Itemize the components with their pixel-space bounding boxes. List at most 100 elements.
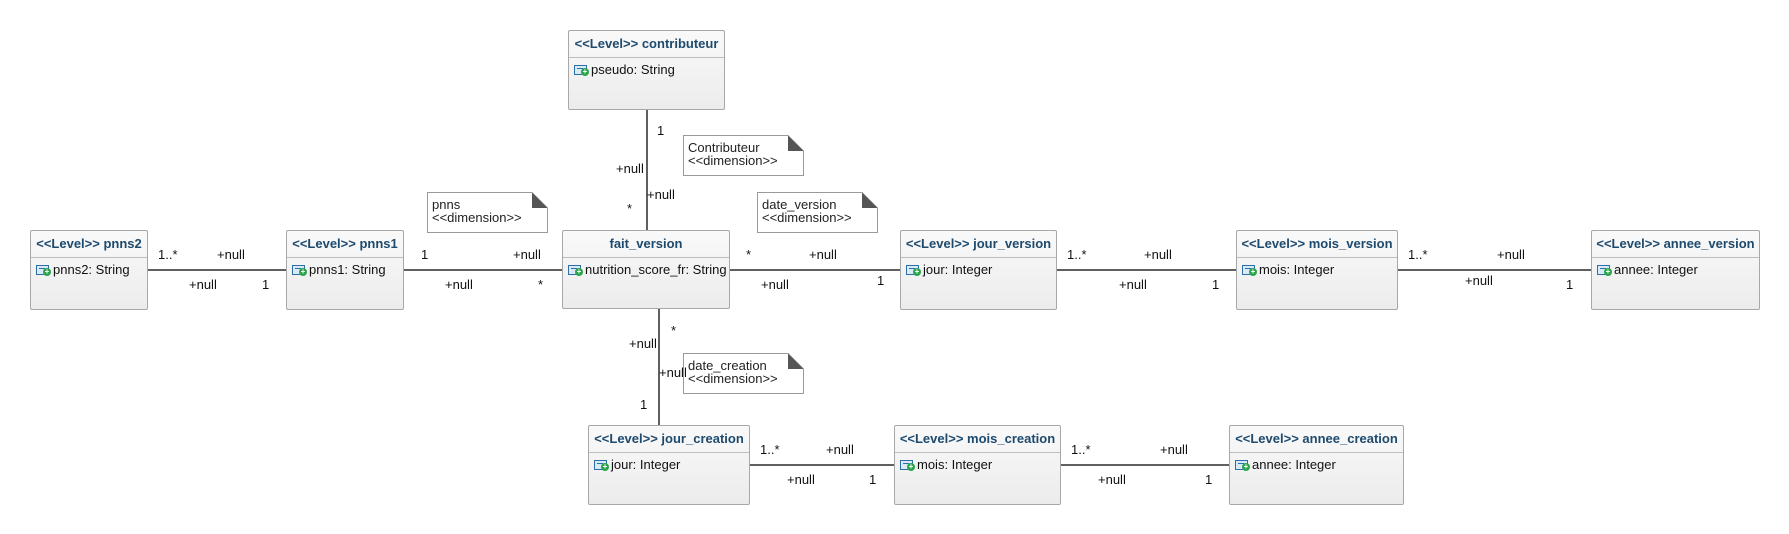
attribute-text: pseudo: String xyxy=(591,62,675,77)
attribute-icon: + xyxy=(292,264,307,276)
role-label: +null xyxy=(787,472,815,487)
multiplicity-label: * xyxy=(671,323,677,338)
multiplicity-label: 1 xyxy=(421,247,429,262)
multiplicity-label: 1 xyxy=(262,277,270,292)
attribute-icon: + xyxy=(594,459,609,471)
attribute-text: pnns2: String xyxy=(53,262,130,277)
multiplicity-label: 1..* xyxy=(1071,442,1091,457)
note-contributeur[interactable]: Contributeur <<dimension>> xyxy=(683,135,804,176)
attribute-icon: + xyxy=(568,264,583,276)
attribute-icon: + xyxy=(1235,459,1250,471)
multiplicity-label: 1 xyxy=(877,273,885,288)
class-title: <<Level>> pnns2 xyxy=(31,231,147,258)
role-label: +null xyxy=(1465,273,1493,288)
attribute-text: annee: Integer xyxy=(1614,262,1698,277)
role-label: +null xyxy=(1160,442,1188,457)
note-shape xyxy=(683,353,804,394)
multiplicity-label: 1..* xyxy=(1408,247,1428,262)
role-label: +null xyxy=(826,442,854,457)
role-label: +null xyxy=(1119,277,1147,292)
role-label: +null xyxy=(761,277,789,292)
role-label: +null xyxy=(647,187,675,202)
class-title: <<Level>> jour_version xyxy=(901,231,1056,258)
class-attribute: + annee: Integer xyxy=(1230,457,1403,472)
attribute-text: mois: Integer xyxy=(1259,262,1335,277)
class-mois-creation[interactable]: <<Level>> mois_creation + mois: Integer xyxy=(894,425,1061,505)
class-title: <<Level>> annee_version xyxy=(1592,231,1759,258)
role-label: +null xyxy=(659,365,687,380)
multiplicity-label: 1..* xyxy=(760,442,780,457)
role-label: +null xyxy=(629,336,657,351)
multiplicity-label: * xyxy=(538,277,544,292)
note-shape xyxy=(683,135,804,176)
note-name: Contributeur xyxy=(688,140,760,155)
note-stereotype: <<dimension>> xyxy=(688,371,778,386)
class-title: <<Level>> mois_version xyxy=(1237,231,1397,258)
attribute-text: pnns1: String xyxy=(309,262,386,277)
class-fait-version[interactable]: fait_version + nutrition_score_fr: Strin… xyxy=(562,230,730,309)
multiplicity-label: 1..* xyxy=(158,247,178,262)
class-attribute: + pnns2: String xyxy=(31,262,147,277)
multiplicity-label: 1 xyxy=(1212,277,1220,292)
role-label: +null xyxy=(189,277,217,292)
class-mois-version[interactable]: <<Level>> mois_version + mois: Integer xyxy=(1236,230,1398,310)
note-pnns[interactable]: pnns <<dimension>> xyxy=(427,192,548,233)
note-shape xyxy=(757,192,878,233)
class-title: <<Level>> annee_creation xyxy=(1230,426,1403,453)
note-date-version[interactable]: date_version <<dimension>> xyxy=(757,192,878,233)
attribute-icon: + xyxy=(900,459,915,471)
class-title: fait_version xyxy=(563,231,729,258)
attribute-icon: + xyxy=(906,264,921,276)
attribute-text: annee: Integer xyxy=(1252,457,1336,472)
class-pnns2[interactable]: <<Level>> pnns2 + pnns2: String xyxy=(30,230,148,310)
class-pnns1[interactable]: <<Level>> pnns1 + pnns1: String xyxy=(286,230,404,310)
class-attribute: + pnns1: String xyxy=(287,262,403,277)
multiplicity-label: 1 xyxy=(1566,277,1574,292)
class-attribute: + jour: Integer xyxy=(901,262,1056,277)
class-attribute: + pseudo: String xyxy=(569,62,724,77)
multiplicity-label: * xyxy=(746,247,752,262)
note-name: date_creation xyxy=(688,358,767,373)
class-attribute: + mois: Integer xyxy=(1237,262,1397,277)
role-label: +null xyxy=(1497,247,1525,262)
attribute-text: jour: Integer xyxy=(923,262,993,277)
class-attribute: + annee: Integer xyxy=(1592,262,1759,277)
note-name: date_version xyxy=(762,197,837,212)
role-label: +null xyxy=(809,247,837,262)
multiplicity-label: * xyxy=(627,201,633,216)
class-jour-version[interactable]: <<Level>> jour_version + jour: Integer xyxy=(900,230,1057,310)
note-shape xyxy=(427,192,548,233)
class-attribute: + jour: Integer xyxy=(589,457,749,472)
attribute-icon: + xyxy=(1597,264,1612,276)
attribute-text: mois: Integer xyxy=(917,457,993,472)
note-stereotype: <<dimension>> xyxy=(688,153,778,168)
class-annee-creation[interactable]: <<Level>> annee_creation + annee: Intege… xyxy=(1229,425,1404,505)
attribute-icon: + xyxy=(36,264,51,276)
note-name: pnns xyxy=(432,197,461,212)
note-date-creation[interactable]: date_creation <<dimension>> xyxy=(683,353,804,394)
role-label: +null xyxy=(513,247,541,262)
class-title: <<Level>> jour_creation xyxy=(589,426,749,453)
class-attribute: + mois: Integer xyxy=(895,457,1060,472)
attribute-text: nutrition_score_fr: String xyxy=(585,262,727,277)
attribute-icon: + xyxy=(574,64,589,76)
note-stereotype: <<dimension>> xyxy=(762,210,852,225)
role-label: +null xyxy=(616,161,644,176)
class-title: <<Level>> contributeur xyxy=(569,31,724,58)
class-annee-version[interactable]: <<Level>> annee_version + annee: Integer xyxy=(1591,230,1760,310)
class-title: <<Level>> pnns1 xyxy=(287,231,403,258)
note-stereotype: <<dimension>> xyxy=(432,210,522,225)
class-attribute: + nutrition_score_fr: String xyxy=(563,262,729,277)
attribute-text: jour: Integer xyxy=(611,457,681,472)
multiplicity-label: 1 xyxy=(1205,472,1213,487)
role-label: +null xyxy=(1144,247,1172,262)
multiplicity-label: 1 xyxy=(657,123,665,138)
class-contributeur[interactable]: <<Level>> contributeur + pseudo: String xyxy=(568,30,725,110)
role-label: +null xyxy=(217,247,245,262)
multiplicity-label: 1 xyxy=(640,397,648,412)
attribute-icon: + xyxy=(1242,264,1257,276)
class-jour-creation[interactable]: <<Level>> jour_creation + jour: Integer xyxy=(588,425,750,505)
role-label: +null xyxy=(1098,472,1126,487)
role-label: +null xyxy=(445,277,473,292)
